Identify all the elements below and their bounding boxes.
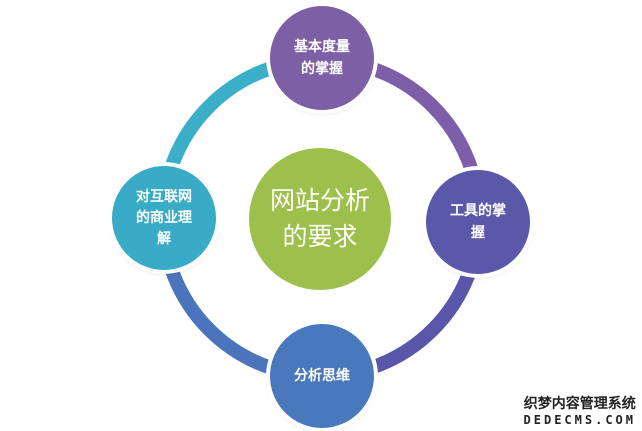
node-label: 工具的掌 — [450, 203, 506, 219]
watermark-text: 织梦内容管理系统 — [523, 396, 636, 412]
center-node: 网站分析的要求 — [249, 148, 391, 290]
node-label: 握 — [471, 225, 485, 241]
node-label: 解 — [157, 230, 171, 247]
watermark-url: DEDECMS.COM — [523, 413, 636, 427]
node-basic-metrics: 基本度量的掌握 — [270, 6, 374, 110]
watermark: 织梦内容管理系统 DEDECMS.COM — [524, 393, 636, 427]
center-label-1: 网站分析 — [269, 186, 370, 215]
center-label-2: 的要求 — [282, 222, 358, 251]
node-label: 分析思维 — [294, 368, 350, 384]
node-label: 的商业理 — [136, 209, 192, 226]
node-tool-mastery: 工具的掌握 — [426, 170, 530, 274]
node-label: 对互联网 — [136, 188, 192, 205]
node-analytical-thinking: 分析思维 — [270, 324, 374, 428]
node-label: 基本度量 — [294, 39, 350, 55]
node-business-understanding: 对互联网的商业理解 — [112, 166, 216, 270]
node-label: 的掌握 — [301, 61, 343, 77]
